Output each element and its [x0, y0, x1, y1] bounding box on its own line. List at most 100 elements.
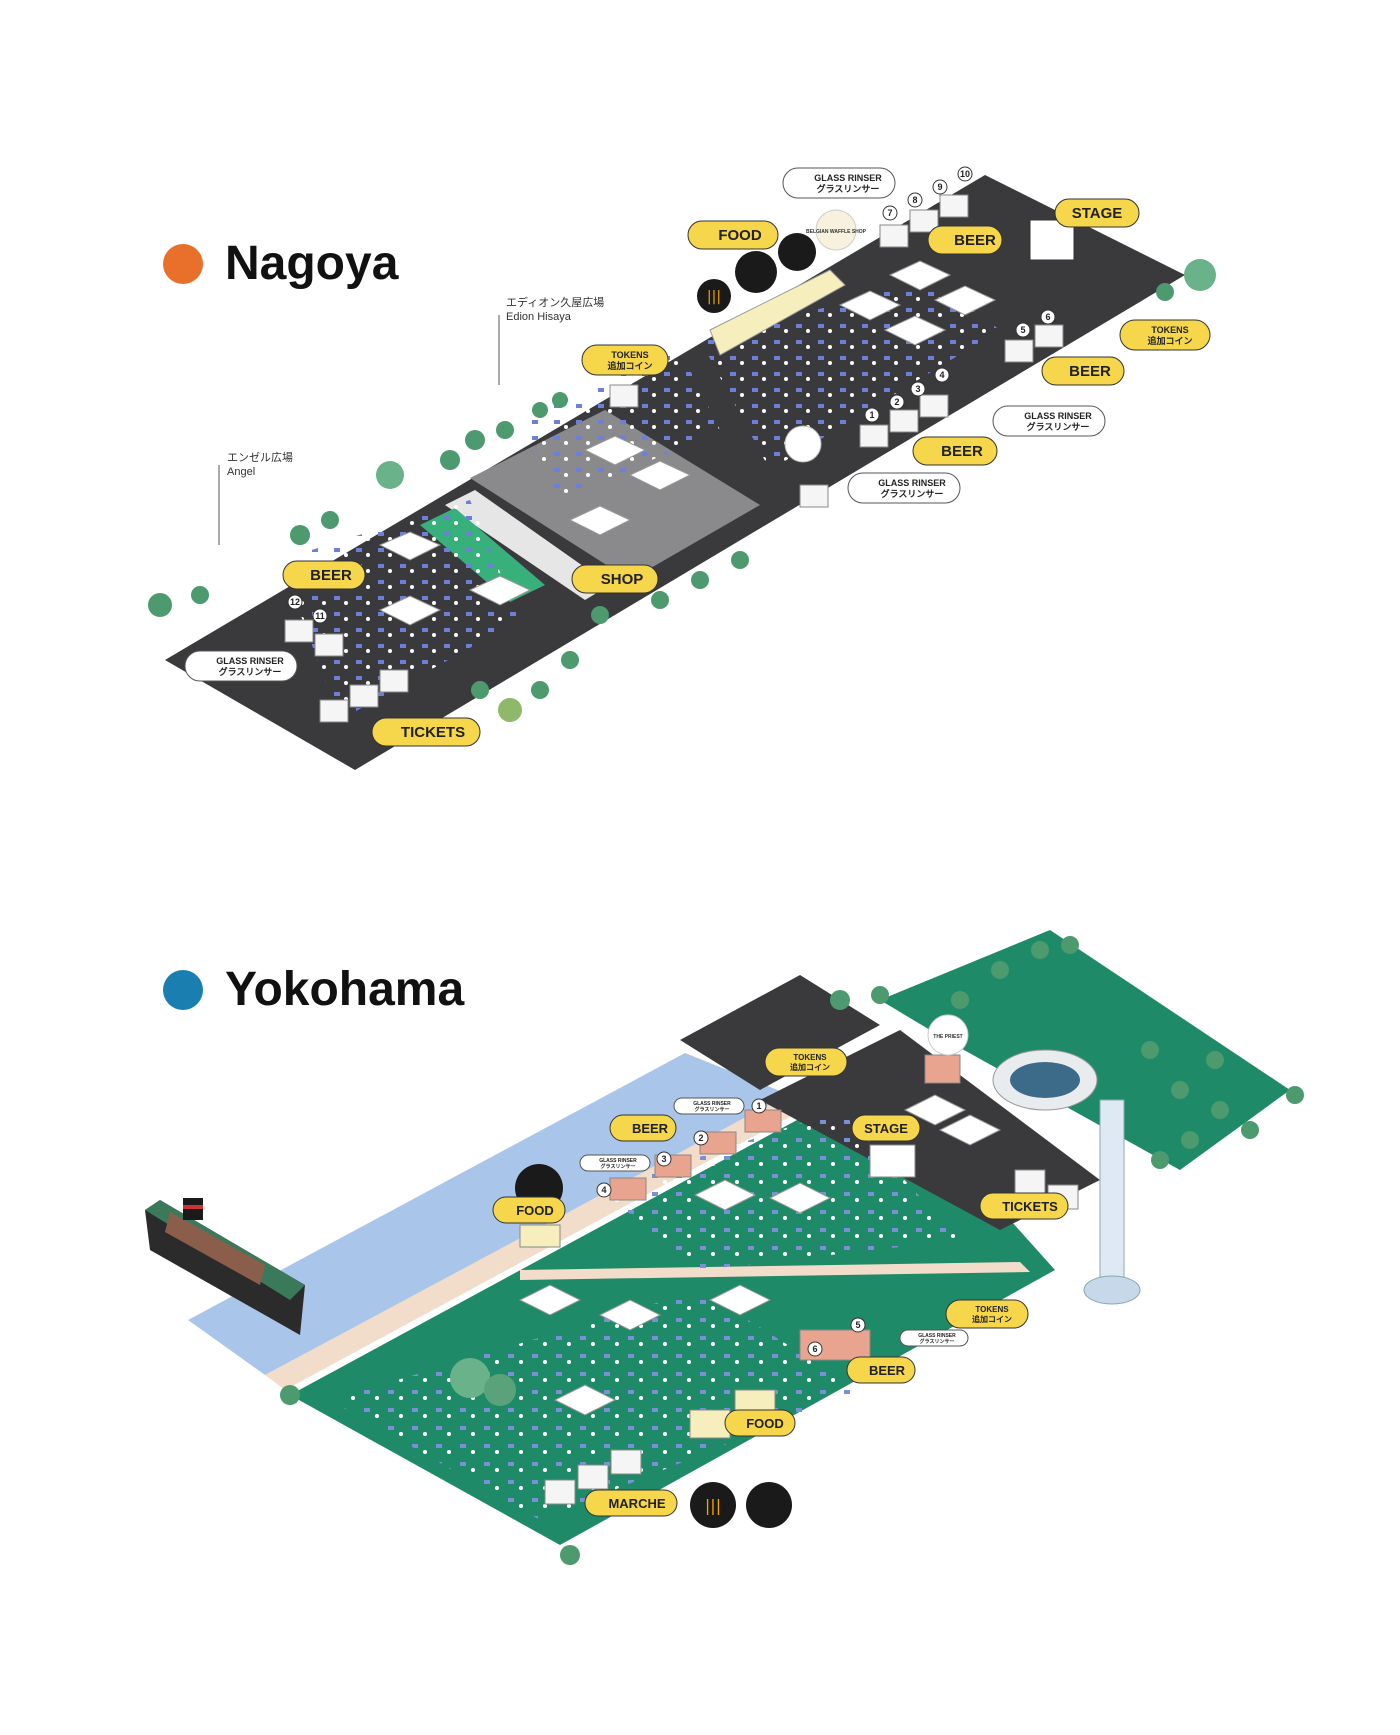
- svg-text:BEER: BEER: [954, 232, 996, 249]
- yokohama-tents: [518, 1094, 1002, 1416]
- booth-number: 10: [957, 166, 973, 182]
- yk-food-badge-bottom[interactable]: FOOD: [724, 1409, 796, 1437]
- tokens-badge-right[interactable]: TOKENS 追加コイン: [1119, 319, 1211, 351]
- yokohama-diagonal-path: [520, 1262, 1030, 1280]
- yk-tickets-badge[interactable]: TICKETS: [979, 1192, 1069, 1220]
- svg-text:2: 2: [698, 1133, 703, 1143]
- svg-text:グラスリンサー: グラスリンサー: [601, 1163, 636, 1170]
- svg-text:GLASS RINSER: GLASS RINSER: [878, 478, 946, 488]
- yokohama-priest-logo-text: THE PRIEST: [933, 1034, 962, 1040]
- nagoya-sake-logo: [735, 251, 777, 293]
- yk-stage-badge[interactable]: STAGE: [851, 1114, 921, 1142]
- svg-text:TOKENS: TOKENS: [793, 1053, 827, 1062]
- yk-beer-badge-right[interactable]: BEER: [846, 1356, 916, 1384]
- booth-number: 4: [934, 367, 950, 383]
- edion-label-jp: エディオン久屋広場: [506, 295, 604, 309]
- svg-text:グラスリンサー: グラスリンサー: [817, 183, 880, 194]
- tickets-badge[interactable]: TICKETS: [371, 717, 481, 747]
- svg-text:BEER: BEER: [1069, 363, 1111, 380]
- svg-text:STAGE: STAGE: [1072, 205, 1123, 222]
- yk-marche-badge[interactable]: MARCHE: [584, 1489, 678, 1517]
- svg-text:グラスリンサー: グラスリンサー: [881, 488, 944, 499]
- beer-badge-left[interactable]: BEER: [282, 560, 366, 590]
- svg-text:GLASS RINSER: GLASS RINSER: [599, 1158, 637, 1164]
- angel-label-en: Angel: [227, 466, 255, 478]
- nagoya-food-truck: [709, 269, 846, 356]
- glass-rinser-badge-mid[interactable]: GLASS RINSER グラスリンサー: [847, 472, 961, 504]
- nagoya-map: エディオン久屋広場 Edion Hisaya エンゼル広場 Angel ||| …: [148, 166, 1216, 770]
- svg-text:2: 2: [894, 397, 899, 407]
- nagoya-dark-logo-1: [697, 279, 731, 313]
- yk-food-badge[interactable]: FOOD: [492, 1196, 566, 1224]
- svg-text:追加コイン: 追加コイン: [972, 1314, 1012, 1324]
- yokohama-dark-block: [680, 975, 880, 1090]
- svg-text:TOKENS: TOKENS: [975, 1305, 1009, 1314]
- svg-text:GLASS RINSER: GLASS RINSER: [814, 173, 882, 183]
- booth-number: 1: [864, 407, 880, 423]
- svg-text:BEER: BEER: [869, 1363, 906, 1378]
- svg-text:7: 7: [887, 208, 892, 218]
- booth-number: 12: [287, 594, 303, 610]
- svg-text:追加コイン: 追加コイン: [790, 1062, 830, 1072]
- svg-text:6: 6: [1045, 312, 1050, 322]
- nagoya-booth-numbers: 1 2 3 4 5 6 7 8 9 10 11 12: [287, 166, 1056, 624]
- yokohama-dark-logo-1-mark: |||: [705, 1496, 721, 1515]
- svg-text:SHOP: SHOP: [601, 571, 644, 588]
- svg-text:1: 1: [756, 1101, 761, 1111]
- svg-text:TOKENS: TOKENS: [611, 350, 648, 360]
- svg-text:グラスリンサー: グラスリンサー: [1027, 421, 1090, 432]
- yk-beer-badge[interactable]: BEER: [609, 1114, 677, 1142]
- yk-tokens-badge-right[interactable]: TOKENS 追加コイン: [945, 1299, 1029, 1329]
- svg-text:グラスリンサー: グラスリンサー: [695, 1106, 730, 1113]
- svg-text:9: 9: [937, 182, 942, 192]
- stage-badge[interactable]: STAGE: [1054, 198, 1140, 228]
- svg-text:MARCHE: MARCHE: [608, 1496, 665, 1511]
- yokohama-ship: [145, 1198, 305, 1335]
- svg-text:6: 6: [812, 1344, 817, 1354]
- yokohama-booths: [519, 1054, 1079, 1505]
- svg-text:3: 3: [915, 384, 920, 394]
- nagoya-waffle-logo: [815, 209, 857, 251]
- nagoya-crosswalk: [445, 490, 610, 600]
- nagoya-title: Nagoya: [225, 237, 399, 290]
- yk-tokens-badge-top[interactable]: TOKENS 追加コイン: [764, 1047, 848, 1077]
- svg-text:GLASS RINSER: GLASS RINSER: [1024, 411, 1092, 421]
- shop-badge[interactable]: SHOP: [571, 564, 659, 594]
- yokohama-color-dot: [163, 969, 203, 1010]
- tokens-badge-left[interactable]: TOKENS 追加コイン: [581, 344, 669, 376]
- glass-rinser-badge-top[interactable]: GLASS RINSER グラスリンサー: [782, 167, 896, 199]
- yokohama-booth-numbers: 1 2 3 4 5 6: [596, 1098, 866, 1357]
- svg-text:BEER: BEER: [632, 1121, 669, 1136]
- svg-text:STAGE: STAGE: [864, 1121, 908, 1136]
- food-badge[interactable]: FOOD: [687, 220, 779, 250]
- booth-number: 6: [807, 1341, 823, 1357]
- nagoya-beer-mascot: [784, 425, 822, 463]
- yokohama-dark-logo-1: [690, 1482, 736, 1528]
- yokohama-tower-base: [1083, 1275, 1141, 1305]
- nagoya-dark-logo-1-mark: |||: [707, 289, 721, 305]
- nagoya-booths: [284, 194, 1064, 723]
- svg-text:追加コイン: 追加コイン: [1147, 335, 1192, 346]
- glass-rinser-badge-left[interactable]: GLASS RINSER グラスリンサー: [184, 650, 298, 682]
- yk-glass-rinser-a[interactable]: GLASS RINSER グラスリンサー: [673, 1097, 745, 1115]
- svg-text:11: 11: [315, 611, 325, 621]
- nagoya-heading: Nagoya: [163, 236, 398, 291]
- glass-rinser-badge-right[interactable]: GLASS RINSER グラスリンサー: [992, 405, 1106, 437]
- svg-text:4: 4: [601, 1185, 606, 1195]
- booth-number: 7: [882, 205, 898, 221]
- beer-badge-mid[interactable]: BEER: [912, 436, 998, 466]
- nagoya-color-dot: [163, 243, 203, 284]
- svg-text:BEER: BEER: [941, 443, 983, 460]
- beer-badge-top[interactable]: BEER: [927, 225, 1003, 255]
- booth-number: 2: [693, 1130, 709, 1146]
- yk-glass-rinser-c[interactable]: GLASS RINSER グラスリンサー: [899, 1329, 969, 1347]
- svg-text:グラスリンサー: グラスリンサー: [219, 666, 282, 677]
- yk-glass-rinser-b[interactable]: GLASS RINSER グラスリンサー: [579, 1154, 651, 1172]
- beer-badge-right[interactable]: BEER: [1041, 356, 1125, 386]
- yokohama-promenade: [265, 1045, 895, 1390]
- svg-text:3: 3: [661, 1154, 666, 1164]
- yokohama-priest-logo: [927, 1014, 969, 1056]
- booth-number: 5: [850, 1317, 866, 1333]
- angel-label-jp: エンゼル広場: [227, 451, 293, 464]
